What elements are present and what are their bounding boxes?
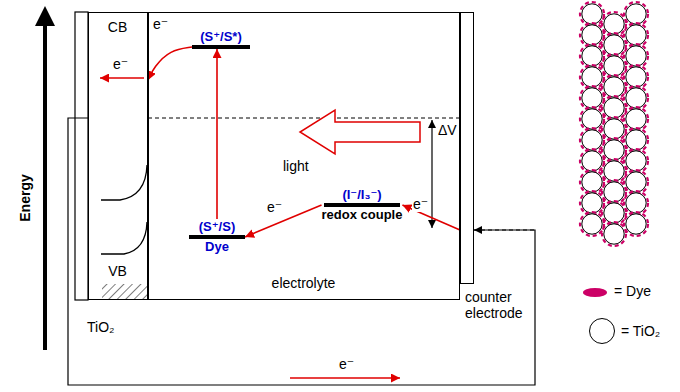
region-label: VB (89, 263, 146, 279)
circuit-electron-arrow (290, 377, 400, 379)
filled-band-hatch (102, 284, 147, 299)
level-label: (S⁺/S) (199, 219, 235, 235)
tio2-particle (604, 56, 624, 76)
region-label: TiO₂ (87, 319, 147, 335)
electron-label: e⁻ (412, 196, 429, 212)
electrolyte-region: (S⁺/S*) (S⁺/S) Dye (I⁻/I₃⁻) redox couple elec… (148, 12, 460, 300)
dye-swatch (583, 288, 607, 297)
dye-coating (602, 222, 626, 246)
tio2-particle (604, 35, 624, 55)
tio2-particle (604, 77, 624, 97)
tio2-swatch (589, 318, 615, 344)
tio2-particle (604, 14, 624, 34)
tio2-particle (582, 151, 602, 171)
energy-axis (43, 24, 47, 350)
valence-band-edge (101, 222, 147, 254)
legend-text: = Dye (614, 283, 651, 299)
tio2-particle (626, 193, 646, 213)
tio2-particle (626, 4, 646, 24)
region-label: electrolyte (149, 275, 458, 291)
region-label: counter electrode (465, 289, 531, 321)
tio2-particle (626, 214, 646, 234)
tio2-particle (626, 130, 646, 150)
voltage-arrow (431, 120, 432, 228)
electron-label: e⁻ (152, 16, 169, 32)
tio2-particle (604, 182, 624, 202)
tio2-particle (604, 203, 624, 223)
tio2-particle (604, 98, 624, 118)
tio2-particle (626, 172, 646, 192)
level-label: (S⁺/S*) (200, 29, 242, 45)
electron-transfer-arrow (216, 49, 218, 219)
tio2-particle (582, 88, 602, 108)
energy-level-bar (192, 45, 250, 49)
tio2-particle (604, 224, 624, 244)
light-arrow (300, 110, 420, 154)
tio2-particle (582, 109, 602, 129)
tio2-particle (604, 119, 624, 139)
redox-level: (I⁻/I₃⁻) redox couple (322, 187, 403, 223)
tio2-particle (626, 151, 646, 171)
tio2-particle (582, 193, 602, 213)
fermi-level-line (148, 118, 460, 119)
energy-level-bar (324, 203, 400, 207)
tio2-particle (604, 161, 624, 181)
excited-dye-level: (S⁺/S*) (192, 29, 250, 49)
level-label: (I⁻/I₃⁻) (342, 187, 381, 203)
energy-level-bar (189, 235, 245, 239)
tio2-particle (626, 25, 646, 45)
tio2-particle (582, 67, 602, 87)
external-circuit-wire (68, 118, 535, 385)
conduction-band-edge (101, 165, 147, 200)
electron-transfer-arrow (148, 47, 192, 80)
tio2-particle (582, 214, 602, 234)
tio2-particle (626, 67, 646, 87)
level-name: Dye (205, 239, 229, 255)
tio2-particle (582, 46, 602, 66)
light-label: light (282, 158, 310, 174)
electron-label: e⁻ (266, 199, 283, 215)
counter-electrode: counter electrode (460, 12, 474, 284)
electron-label: e⁻ (112, 56, 129, 72)
tio2-particle (626, 88, 646, 108)
tio2-particle (604, 140, 624, 160)
dye-ground-level: (S⁺/S) Dye (189, 219, 245, 255)
legend-text: = TiO₂ (621, 323, 660, 339)
energy-axis-head (35, 6, 55, 26)
tio2-particle (582, 172, 602, 192)
voltage-label: ΔV (437, 122, 458, 138)
electron-transfer-arrow (245, 205, 322, 237)
level-name: redox couple (322, 207, 403, 223)
tio2-particle (626, 46, 646, 66)
tio2-particle (582, 130, 602, 150)
region-label: CB (89, 19, 146, 35)
tio2-particle (582, 4, 602, 24)
dye-coating (580, 212, 604, 236)
tio2-particle (626, 109, 646, 129)
substrate-layer (75, 12, 88, 300)
dye-coating (624, 212, 648, 236)
axis-label: Energy (17, 165, 33, 231)
electron-arrow (100, 77, 144, 79)
tio2-particle (582, 25, 602, 45)
electron-label: e⁻ (338, 356, 355, 372)
nanoparticle-film (580, 2, 648, 246)
